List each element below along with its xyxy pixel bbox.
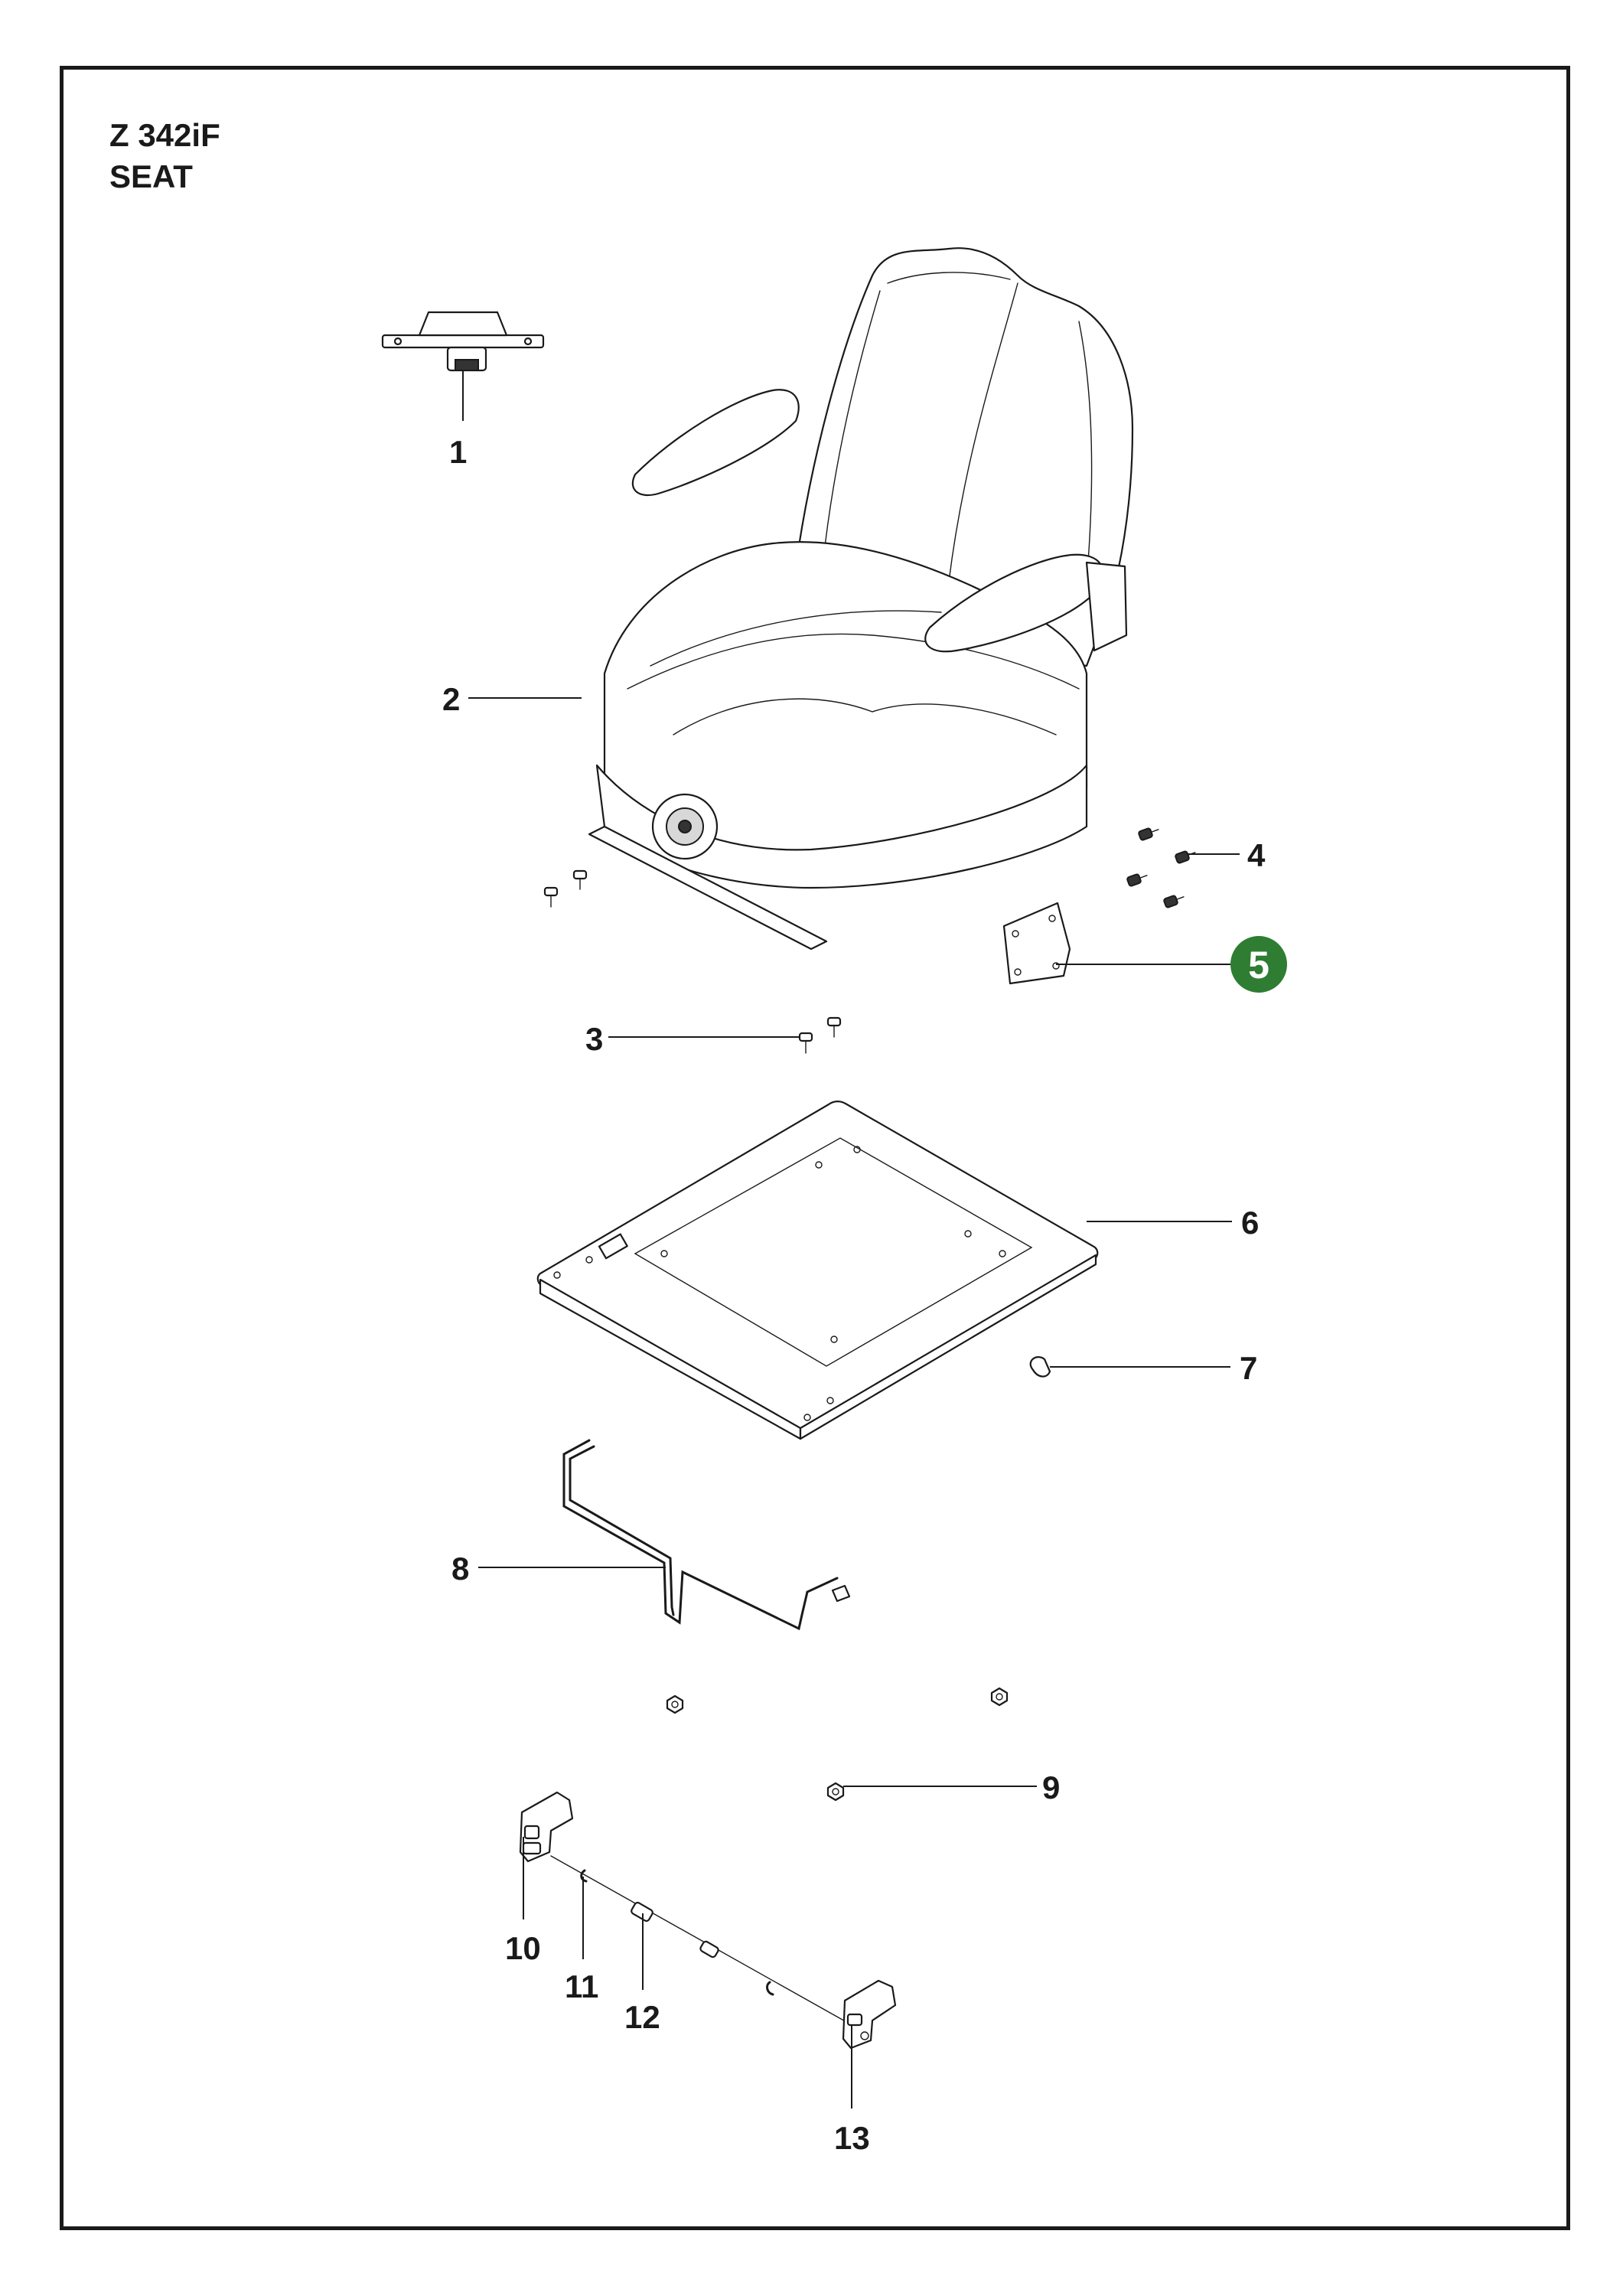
callout-9: 9 <box>1042 1769 1060 1805</box>
callout-3: 3 <box>585 1021 603 1057</box>
part-7-clip[interactable] <box>1029 1356 1051 1378</box>
part-4-screws[interactable] <box>1126 825 1197 908</box>
part-2-seat-assembly[interactable] <box>543 247 1134 951</box>
drawing-frame <box>60 66 1570 2230</box>
part-13-right-bracket[interactable] <box>842 1979 897 2050</box>
highlight-badge <box>1230 936 1287 993</box>
callout-5-highlight[interactable]: 5 <box>1230 936 1287 993</box>
section-name: SEAT <box>109 158 193 194</box>
callout-1: 1 <box>449 434 467 470</box>
part-9-nuts[interactable] <box>666 1687 1009 1802</box>
callout-12: 12 <box>624 1999 660 2035</box>
seat-mount-bolts <box>543 869 588 908</box>
callout-8: 8 <box>451 1551 469 1587</box>
leader-lines <box>462 370 1240 2108</box>
part-1-seat-switch[interactable] <box>381 311 545 372</box>
part-12-spacer[interactable] <box>550 1855 849 2024</box>
callout-11: 11 <box>565 1968 598 2004</box>
callout-labels: 1 2 3 4 5 6 7 8 9 10 11 12 13 <box>442 434 1287 2156</box>
callout-7: 7 <box>1240 1350 1257 1386</box>
callout-10: 10 <box>505 1930 541 1966</box>
callout-13: 13 <box>834 2120 870 2156</box>
callout-2: 2 <box>442 681 460 717</box>
part-6-seat-pan[interactable] <box>536 1101 1099 1440</box>
callout-4: 4 <box>1247 837 1266 873</box>
part-8-wire-rod[interactable] <box>562 1439 851 1631</box>
part-10-left-bracket[interactable] <box>519 1791 574 1863</box>
part-5-plate[interactable] <box>1002 902 1071 985</box>
callout-5: 5 <box>1248 944 1269 987</box>
part-11-clip[interactable] <box>580 1869 588 1883</box>
model-name: Z 342iF <box>109 117 220 153</box>
callout-6: 6 <box>1241 1205 1259 1241</box>
part-3-bolts[interactable] <box>798 1016 842 1054</box>
page-title: Z 342iF SEAT <box>109 115 220 197</box>
